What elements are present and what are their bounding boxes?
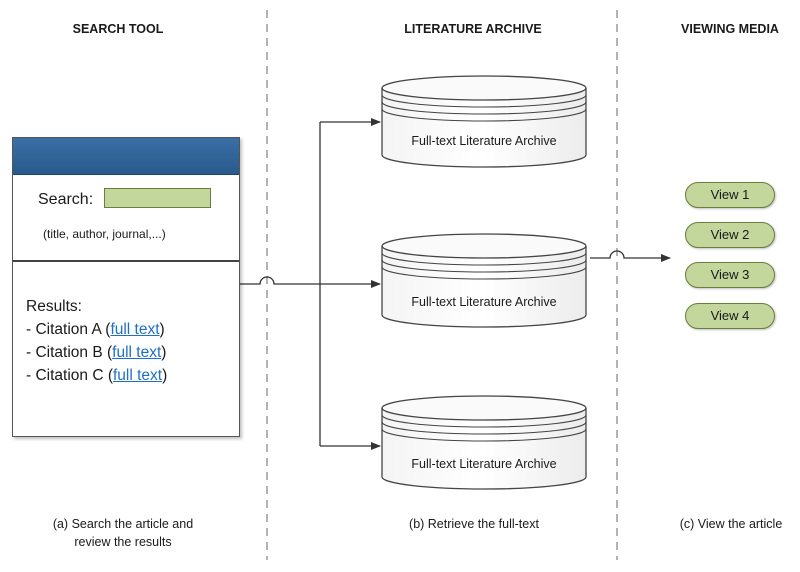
search-window-titlebar [13,138,239,175]
citation-c: - Citation C (full text) [26,367,167,385]
caption-c: (c) View the article [679,517,783,531]
caption-a-line2: review the results [74,535,172,549]
citation-a-label: - Citation A ( [26,321,111,338]
citation-a: - Citation A (full text) [26,321,165,339]
citation-b: - Citation B (full text) [26,344,166,362]
view-2-button[interactable]: View 2 [685,222,775,248]
column-header-search-tool: SEARCH TOOL [72,22,164,36]
column-header-literature-archive: LITERATURE ARCHIVE [404,22,542,36]
search-tool-window: Search: (title, author, journal,...) Res… [12,137,240,437]
caption-b: (b) Retrieve the full-text [409,517,539,531]
citation-b-label: - Citation B ( [26,344,113,361]
view-1-button[interactable]: View 1 [685,182,775,208]
citation-a-close: ) [159,321,165,338]
citation-b-close: ) [161,344,167,361]
archive-label-2: Full-text Literature Archive [411,295,556,309]
caption-a-line1: (a) Search the article and [52,517,194,531]
search-input[interactable] [104,188,211,208]
search-hint: (title, author, journal,...) [43,227,166,241]
citation-c-close: ) [162,367,168,384]
column-header-viewing-media: VIEWING MEDIA [681,22,779,36]
view-3-button[interactable]: View 3 [685,262,775,288]
archive-cylinder-2 [381,233,587,328]
citation-b-full-text-link[interactable]: full text [112,344,162,361]
view-4-button[interactable]: View 4 [685,303,775,329]
archive-cylinder-1 [381,75,587,168]
archive-cylinder-3 [381,395,587,490]
search-results-divider [13,260,239,262]
citation-a-full-text-link[interactable]: full text [110,321,160,338]
search-label: Search: [38,191,94,208]
archive-label-1: Full-text Literature Archive [411,134,556,148]
results-title: Results: [26,298,82,315]
citation-c-full-text-link[interactable]: full text [113,367,163,384]
caption-a: (a) Search the article and review the re… [38,515,208,551]
citation-c-label: - Citation C ( [26,367,113,384]
archive-label-3: Full-text Literature Archive [411,457,556,471]
arrow-to-viewing-media [590,250,671,262]
connector-citation-to-bus [186,276,320,331]
